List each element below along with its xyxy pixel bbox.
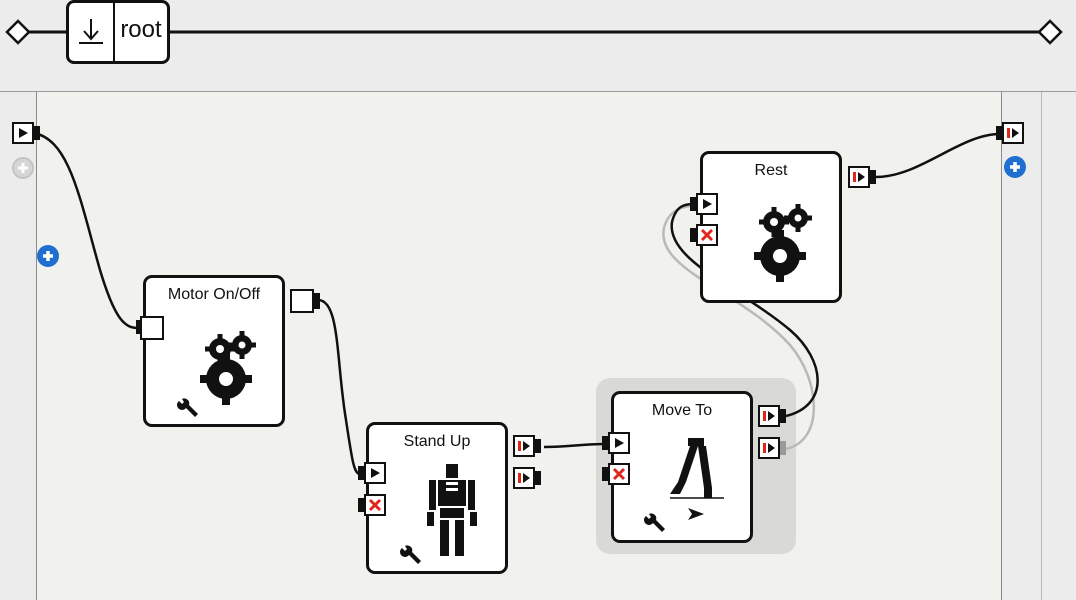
root-onstopped-output-port[interactable] xyxy=(996,122,1030,148)
motor-output-port[interactable] xyxy=(290,289,320,315)
standup-success-output-port[interactable] xyxy=(513,435,541,461)
box-title: Rest xyxy=(754,162,788,179)
breadcrumb-root-label: root xyxy=(120,16,162,43)
motor-input-port[interactable] xyxy=(136,316,166,342)
box-title: Stand Up xyxy=(403,433,471,450)
right-scroll-divider xyxy=(1041,92,1042,600)
robot-icon xyxy=(424,462,480,563)
walk-icon xyxy=(668,436,728,529)
standup-onstart-input-port[interactable] xyxy=(358,462,388,488)
add-output-button[interactable] xyxy=(1004,156,1026,178)
timeline-end-diamond-icon[interactable] xyxy=(1037,19,1063,45)
gears-icon xyxy=(192,325,264,410)
box-title: Move To xyxy=(651,402,713,419)
standup-onstop-input-port[interactable] xyxy=(358,494,388,520)
rest-onstart-input-port[interactable] xyxy=(690,193,720,219)
wrench-icon[interactable] xyxy=(642,512,668,541)
box-title: Motor On/Off xyxy=(167,286,261,303)
standup-failure-output-port[interactable] xyxy=(513,467,541,493)
timeline-start-diamond-icon[interactable] xyxy=(5,19,31,45)
timeline-header: root xyxy=(0,0,1076,92)
timeline-track xyxy=(28,30,1040,34)
rest-onstop-input-port[interactable] xyxy=(690,224,720,250)
root-disabled-add-icon xyxy=(12,157,34,179)
moveto-success-output-port[interactable] xyxy=(758,405,786,431)
rest-output-port[interactable] xyxy=(848,166,876,192)
wrench-icon[interactable] xyxy=(175,397,201,426)
flow-down-icon xyxy=(69,3,115,61)
moveto-failure-output-port[interactable] xyxy=(758,437,786,463)
box-move-to[interactable]: Move To xyxy=(611,391,753,543)
moveto-onstart-input-port[interactable] xyxy=(602,432,632,458)
wrench-icon[interactable] xyxy=(398,544,424,573)
gears-icon xyxy=(748,200,820,289)
add-input-button[interactable] xyxy=(37,245,59,267)
moveto-onstop-input-port[interactable] xyxy=(602,463,632,489)
root-onstart-input-port[interactable] xyxy=(12,122,40,148)
breadcrumb-root[interactable]: root xyxy=(66,0,170,64)
